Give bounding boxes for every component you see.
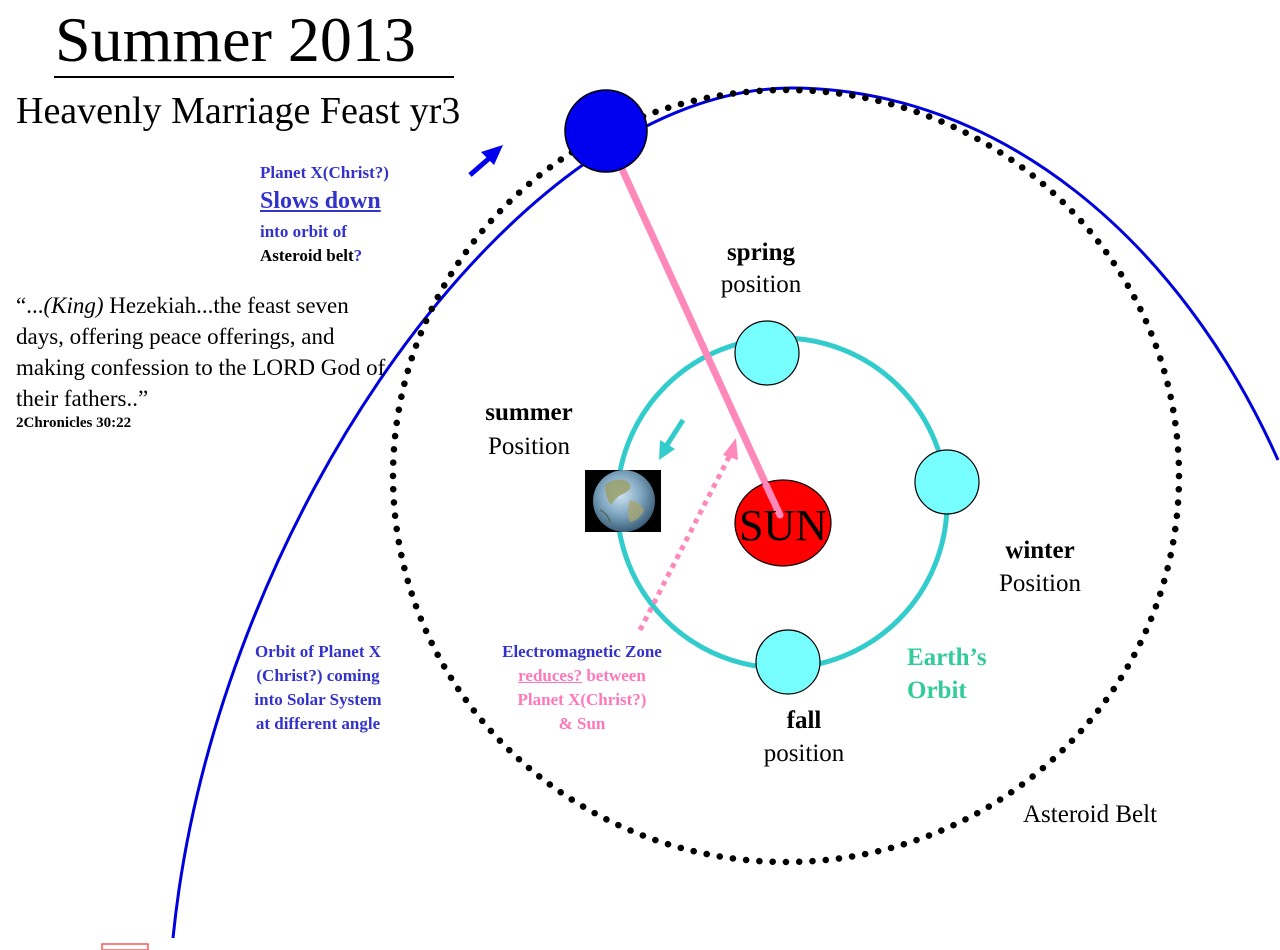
- spring-label-sub: position: [720, 271, 802, 298]
- planet-x-note-line3: into orbit of: [260, 222, 347, 241]
- em-zone-line3: Planet X(Christ?): [517, 690, 647, 709]
- planet-x-note: Planet X(Christ?): [260, 163, 389, 183]
- planet-x: [564, 89, 648, 173]
- summer-label-bold: summer: [485, 399, 573, 426]
- fall-label-bold: fall: [786, 707, 822, 734]
- spring-earth-position: [734, 320, 800, 386]
- asteroid-belt-ring: [389, 86, 1183, 866]
- em-zone-line2-rest: between: [582, 666, 646, 685]
- winter-label-bold: winter: [1005, 537, 1075, 564]
- sun-label: SUN: [739, 501, 827, 550]
- planet-x-note-line4-suffix: ?: [353, 246, 363, 265]
- quote-text: Hezekiah...the feast seven days, offerin…: [16, 293, 386, 411]
- planet-x-note-line4-wrap: Asteroid belt?: [260, 246, 362, 266]
- em-zone-line1: Electromagnetic Zone: [502, 642, 662, 661]
- earth-orbit-label-line1: Earth’s: [907, 644, 987, 671]
- quote-king: (King): [43, 293, 104, 318]
- quote-reference: 2Chronicles 30:22: [16, 415, 132, 431]
- quote-open: “...: [16, 293, 44, 318]
- em-zone-line4: & Sun: [558, 714, 606, 733]
- asteroid-belt-label: Asteroid Belt: [1023, 801, 1158, 828]
- orbit-note-line2: (Christ?) coming: [256, 666, 380, 685]
- page-subtitle: Heavenly Marriage Feast yr3: [16, 90, 461, 132]
- title-underline: [54, 76, 454, 78]
- planet-x-direction-arrow: [468, 145, 503, 177]
- earth-orbit-label: Earth’s Orbit: [907, 641, 987, 707]
- earth-globe-icon: [585, 470, 661, 532]
- orbit-note-line4: at different angle: [255, 714, 381, 733]
- spring-label-bold: spring: [726, 239, 796, 266]
- earth-orbit-label-line2: Orbit: [907, 677, 967, 704]
- winter-earth-position: [914, 449, 980, 515]
- em-zone-note: Electromagnetic Zone reduces? between Pl…: [474, 640, 690, 736]
- fall-earth-position: [755, 629, 821, 695]
- earth-direction-arrow: [659, 418, 686, 460]
- orbit-note-line1: Orbit of Planet X: [254, 642, 382, 661]
- summer-label-sub: Position: [488, 433, 570, 460]
- em-zone-arrow: [637, 438, 738, 632]
- fall-label-sub: position: [763, 740, 845, 767]
- summer-label: summer Position: [470, 396, 588, 464]
- planet-x-note-line2: Slows down: [260, 188, 381, 214]
- fall-label: fall position: [748, 704, 860, 770]
- planet-x-sun-link: [602, 130, 784, 519]
- planet-x-note-line1: Planet X(Christ?): [260, 163, 389, 182]
- spring-label: spring position: [706, 237, 816, 301]
- em-zone-line2-underlined: reduces?: [518, 666, 583, 685]
- winter-label: winter Position: [980, 534, 1100, 600]
- scripture-quote: “...(King) Hezekiah...the feast seven da…: [16, 290, 386, 432]
- link-line-tip: [762, 481, 784, 519]
- sun: [734, 479, 832, 567]
- orbit-note-line3: into Solar System: [254, 690, 382, 709]
- planet-x-note-line4: Asteroid belt: [260, 246, 354, 265]
- slide-marker: [101, 943, 149, 950]
- orbit-note: Orbit of Planet X (Christ?) coming into …: [226, 640, 410, 736]
- winter-label-sub: Position: [999, 570, 1081, 597]
- page-title: Summer 2013: [55, 4, 416, 75]
